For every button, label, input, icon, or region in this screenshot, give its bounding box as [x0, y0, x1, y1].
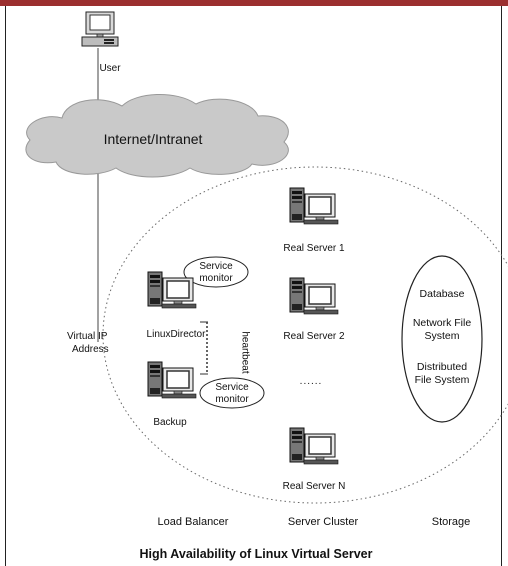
- cloud-shape: [25, 94, 289, 178]
- service-monitor-bubble-top: [183, 256, 249, 288]
- section-server-cluster: Server Cluster: [287, 516, 359, 528]
- user-computer-icon: [81, 11, 119, 47]
- server-ellipsis: ......: [299, 376, 323, 387]
- storage-ellipse: [401, 255, 483, 423]
- storage-dfs-line1: Distributed: [416, 361, 468, 373]
- service-monitor-bottom: Service monitor: [215, 382, 248, 406]
- cloud-label: Internet/Intranet: [103, 131, 203, 147]
- service-monitor-bottom-line1: Service: [215, 382, 249, 393]
- real-server-2-icon: [289, 277, 339, 315]
- storage-dfs-line2: File System: [414, 374, 470, 386]
- storage-database: Database: [419, 288, 465, 300]
- real-server-2-label: Real Server 2: [283, 331, 345, 342]
- diagram-title: High Availability of Linux Virtual Serve…: [139, 547, 373, 561]
- service-monitor-top: Service monitor: [199, 261, 232, 285]
- page-frame: [5, 6, 502, 566]
- cluster-boundary: [102, 166, 508, 504]
- section-storage: Storage: [431, 516, 471, 528]
- top-accent-bar: [0, 0, 508, 6]
- user-label: User: [99, 63, 121, 74]
- service-monitor-bottom-line2: monitor: [215, 394, 249, 405]
- heartbeat-label: heartbeat: [239, 331, 251, 374]
- director-label: LinuxDirector: [146, 329, 206, 340]
- real-server-1-label: Real Server 1: [283, 243, 345, 254]
- real-server-n-label: Real Server N: [282, 481, 346, 492]
- service-monitor-top-line2: monitor: [199, 273, 233, 284]
- backup-computer-icon: [147, 361, 197, 399]
- storage-nfs-line1: Network File: [412, 317, 472, 329]
- real-server-1-icon: [289, 187, 339, 225]
- backup-label: Backup: [153, 417, 187, 428]
- service-monitor-top-line1: Service: [199, 261, 233, 272]
- real-server-n-icon: [289, 427, 339, 465]
- section-load-balancer: Load Balancer: [157, 516, 229, 528]
- storage-nfs-line2: System: [424, 330, 460, 342]
- vip-label-line1: Virtual IP: [67, 331, 108, 342]
- vip-label-line2: Address: [72, 344, 109, 355]
- service-monitor-bubble-bottom: [199, 377, 265, 409]
